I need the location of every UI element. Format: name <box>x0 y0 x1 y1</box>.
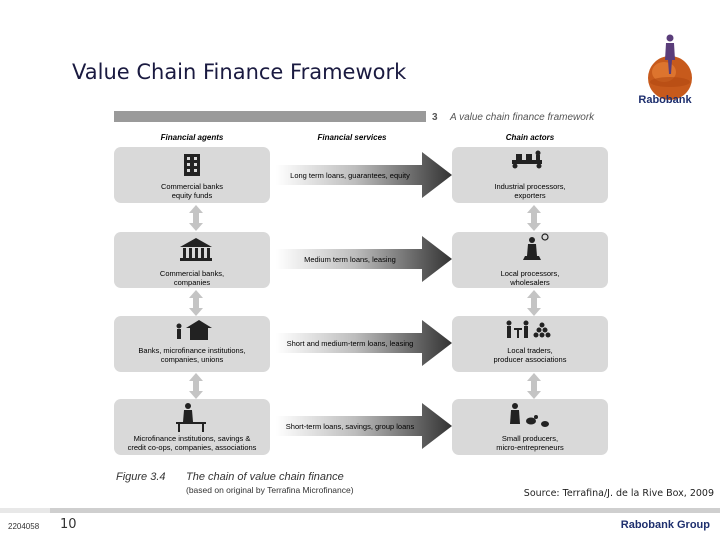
page-number: 10 <box>60 517 77 532</box>
factory-conveyor-icon <box>512 150 542 169</box>
footer-rule <box>0 508 720 513</box>
actor-label-line1: Industrial processors, <box>494 182 565 191</box>
agent-label-line2: companies <box>174 278 211 287</box>
row-1: Commercial banks equity funds Long term … <box>114 147 608 203</box>
office-building-icon <box>184 154 200 176</box>
traders-goods-icon <box>506 320 551 338</box>
connector-arrow <box>527 205 541 231</box>
farmer-animals-icon <box>510 403 549 427</box>
service-label: Long term loans, guarantees, equity <box>290 171 410 180</box>
col-header-services: Financial services <box>318 133 387 142</box>
service-arrow <box>276 320 452 366</box>
agent-label-line2: equity funds <box>172 191 213 200</box>
logo-figure-body <box>665 43 675 74</box>
merchant-lightbulb-icon <box>523 233 549 260</box>
agent-label-line1: Microfinance institutions, savings & <box>134 434 251 443</box>
vertical-connectors <box>189 205 541 399</box>
rabobank-logo <box>648 34 692 100</box>
figure-caption-sub: (based on original by Terrafina Microfin… <box>186 485 354 495</box>
actor-box <box>452 316 608 372</box>
actor-label-line1: Small producers, <box>502 434 558 443</box>
actor-box <box>452 147 608 203</box>
figure-caption-title: The chain of value chain finance <box>186 471 344 483</box>
actor-label-line1: Local processors, <box>501 269 560 278</box>
value-chain-diagram: 3 A value chain finance framework Financ… <box>114 111 608 495</box>
logo-globe-band <box>650 77 690 87</box>
figure-caption-label: Figure 3.4 <box>116 471 166 483</box>
agent-label-line2: companies, unions <box>161 355 224 364</box>
connector-arrow <box>527 290 541 316</box>
row-2: Commercial banks, companies Medium term … <box>114 232 608 288</box>
agent-label-line1: Commercial banks <box>161 182 223 191</box>
logo-wordmark: Rabobank <box>638 94 692 106</box>
agent-label-line2: credit co-ops, companies, associations <box>128 443 257 452</box>
slide-title: Value Chain Finance Framework <box>72 60 407 84</box>
service-arrow <box>276 152 452 198</box>
figure-header-bar <box>114 111 426 122</box>
actor-label-line2: micro-entrepreneurs <box>496 443 564 452</box>
service-arrow <box>276 403 452 449</box>
actor-label-line2: producer associations <box>494 355 567 364</box>
agent-label-line1: Banks, microfinance institutions, <box>138 346 245 355</box>
agent-label-line1: Commercial banks, <box>160 269 224 278</box>
row-4: Microfinance institutions, savings & cre… <box>114 399 608 455</box>
connector-arrow <box>189 290 203 316</box>
connector-arrow <box>527 373 541 399</box>
service-label: Short and medium-term loans, leasing <box>287 339 414 348</box>
actor-label-line2: exporters <box>514 191 546 200</box>
row-3: Banks, microfinance institutions, compan… <box>114 316 608 372</box>
service-label: Medium term loans, leasing <box>304 255 396 264</box>
connector-arrow <box>189 205 203 231</box>
source-note: Source: Terrafina/J. de la Rive Box, 200… <box>523 488 714 499</box>
col-header-agents: Financial agents <box>161 133 224 142</box>
actor-box <box>452 399 608 455</box>
figure-number: 3 <box>432 112 438 123</box>
agent-box <box>114 399 270 455</box>
person-at-desk-icon <box>176 403 206 432</box>
bank-building-icon <box>180 238 212 261</box>
service-label: Short-term loans, savings, group loans <box>286 422 415 431</box>
figure-header-title: A value chain finance framework <box>449 112 595 123</box>
connector-arrow <box>189 373 203 399</box>
logo-figure-head <box>666 34 674 42</box>
actor-label-line2: wholesalers <box>509 278 550 287</box>
col-header-actors: Chain actors <box>506 133 555 142</box>
service-arrow <box>276 236 452 282</box>
footer-rule-accent <box>0 508 50 513</box>
actor-label-line1: Local traders, <box>507 346 552 355</box>
agent-box <box>114 316 270 372</box>
slide-id: 2204058 <box>8 522 40 531</box>
footer-brand: Rabobank Group <box>620 519 710 531</box>
people-house-icon <box>176 320 212 340</box>
